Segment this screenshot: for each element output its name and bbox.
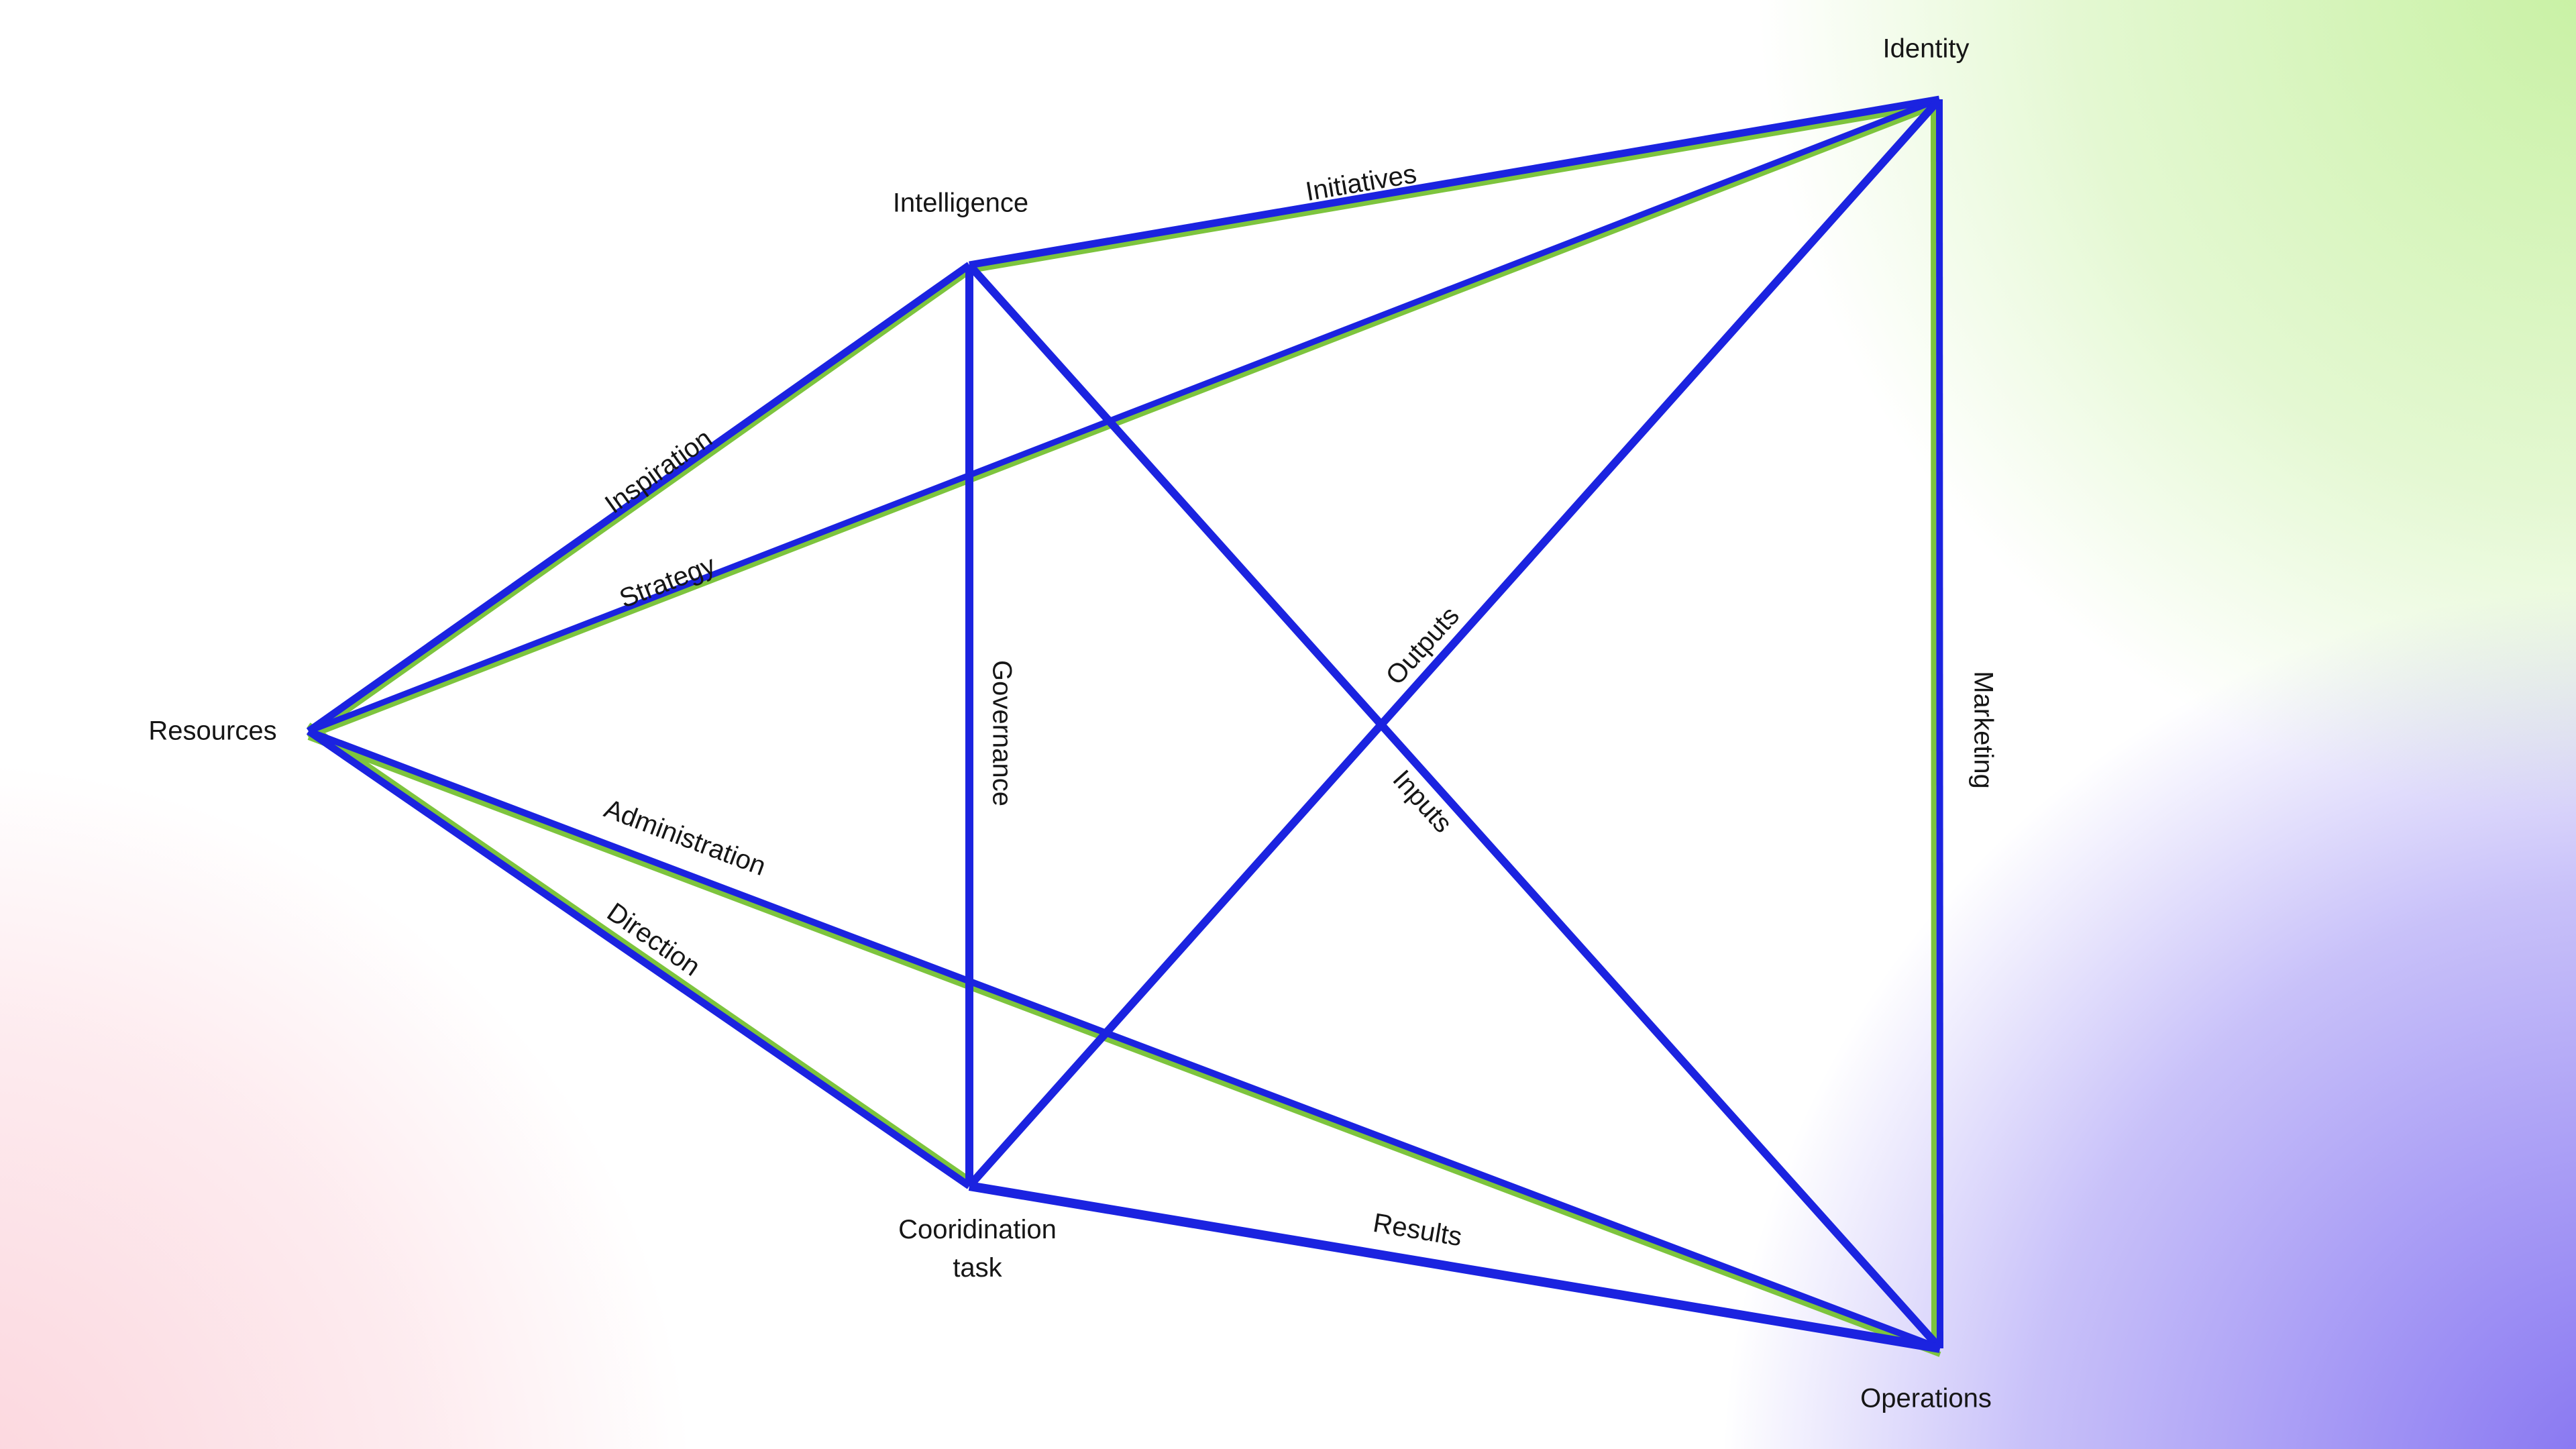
edge-inspiration-blue-line (306, 262, 972, 735)
edge-strategy-green-line (307, 102, 1941, 739)
node-label-resources: Resources (148, 716, 277, 746)
edge-marketing-blue-line (1936, 99, 1943, 1349)
edge-marketing-green-line (1931, 99, 1937, 1349)
edge-direction-blue-line (306, 728, 972, 1189)
node-label-intelligence: Intelligence (892, 188, 1029, 218)
node-label-identity: Identity (1882, 34, 1970, 64)
edge-results-blue-line (968, 1181, 1941, 1353)
edge-inputs-blue-line (966, 262, 1943, 1352)
edge-initiatives-blue-line (969, 95, 1940, 269)
edge-outputs-blue-line (966, 97, 1943, 1189)
node-label-cooridination-task: Cooridination task (898, 1215, 1057, 1283)
edge-direction-green-line (307, 722, 971, 1183)
edge-inspiration-green-line (307, 268, 971, 740)
edge-label-governance: Governance (987, 660, 1017, 806)
edge-administration-green-line (307, 735, 1941, 1357)
edge-initiatives-green-line (969, 101, 1940, 274)
edge-strategy-blue-line (307, 96, 1941, 735)
node-label-operations: Operations (1860, 1383, 1992, 1413)
edge-administration-blue-line (307, 728, 1941, 1352)
edge-label-marketing: Marketing (1968, 671, 1998, 789)
